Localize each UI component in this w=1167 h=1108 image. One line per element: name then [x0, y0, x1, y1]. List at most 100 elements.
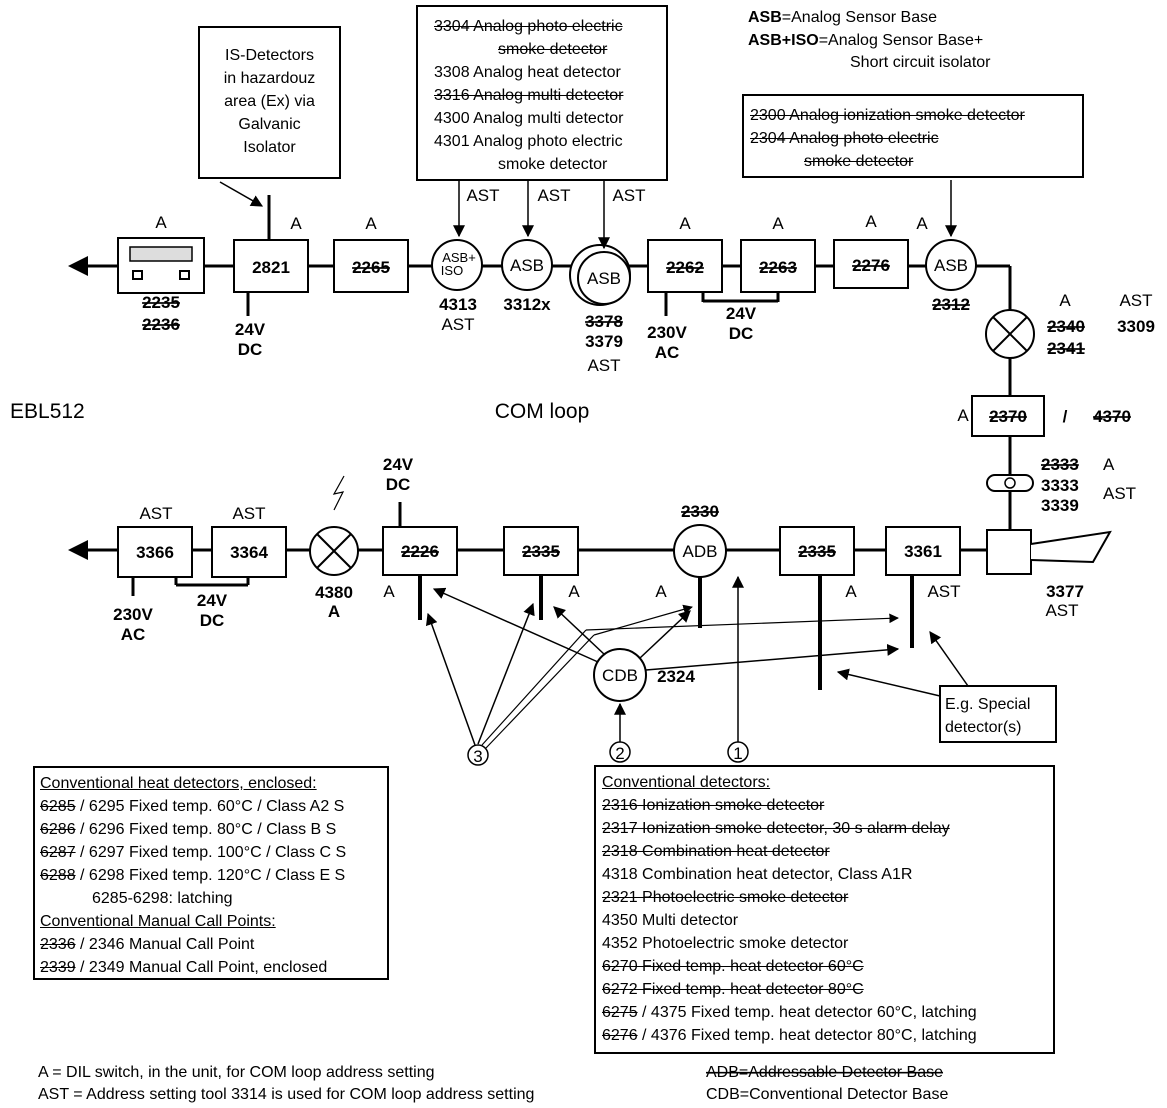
unit-2370-box — [971, 395, 1045, 437]
label-dc-2821: DC — [238, 340, 263, 359]
unit-2276: 2276 — [852, 256, 890, 275]
label-a-2263: A — [772, 214, 784, 233]
label-3333: 3333 — [1041, 476, 1079, 495]
conv-det-row: 2316 Ionization smoke detector — [602, 797, 825, 814]
unit-2265: 2265 — [352, 258, 390, 277]
top-loop-arrowhead — [68, 256, 88, 276]
analog-detectors-box: 3304 Analog photo electric smoke detecto… — [416, 5, 668, 181]
analog-line-6: 4301 Analog photo electric — [434, 133, 623, 150]
label-4380: 4380 — [315, 583, 353, 602]
label-ast-3309: AST — [1119, 291, 1152, 310]
label-ast-3361: AST — [927, 582, 960, 601]
iso-label: ISO — [441, 263, 463, 278]
label-dc-2263: DC — [729, 324, 754, 343]
legend-asbiso: ASB+ISO=Analog Sensor Base+ — [748, 32, 983, 49]
asb-iso-label: ASB+ — [442, 250, 476, 265]
conv-det-row: 2317 Ionization smoke detector, 30 s ala… — [602, 820, 950, 837]
footer-a-def: A = DIL switch, in the unit, for COM loo… — [38, 1064, 434, 1081]
footer-cdb-def: CDB=Conventional Detector Base — [706, 1086, 948, 1103]
label-ast-arrow-3: AST — [612, 186, 645, 205]
conv-det-row: 4350 Multi detector — [602, 912, 739, 929]
bottom-loop-arrowhead — [68, 540, 88, 560]
unit-3333-led-icon — [1004, 477, 1016, 489]
unit-2821-box — [233, 239, 309, 293]
unit-3366-box — [117, 526, 193, 578]
asb-3378-label: ASB — [587, 269, 621, 288]
conv-det-row: 6270 Fixed temp. heat detector 60°C — [602, 958, 864, 975]
label-3339: 3339 — [1041, 496, 1079, 515]
callout-3: 3 — [473, 747, 482, 766]
label-a-4380: A — [328, 602, 340, 621]
is-line-3: area (Ex) via — [224, 93, 315, 110]
slash-label: / — [1063, 407, 1068, 426]
asb-2312-label: ASB — [934, 256, 968, 275]
conv-heat-row: 6286 / 6296 Fixed temp. 80°C / Class B S — [40, 821, 337, 838]
analog-line-5: 4300 Analog multi detector — [434, 110, 624, 127]
is-line-4: Galvanic — [238, 116, 301, 133]
unit-4370: 4370 — [1093, 407, 1131, 426]
label-dc-2226: DC — [386, 475, 411, 494]
label-4313: 4313 — [439, 295, 477, 314]
unit-2335b-box — [779, 526, 855, 576]
unit-3366: 3366 — [136, 543, 174, 562]
asb-2312-circle — [925, 239, 977, 291]
conv-mcp-row: 2339 / 2349 Manual Call Point, enclosed — [40, 959, 328, 976]
analog2-line-2: 2304 Analog photo electric — [750, 130, 939, 147]
label-a-2335b: A — [845, 582, 857, 601]
label-ast-3378: AST — [587, 356, 620, 375]
unit-2265-box — [333, 239, 409, 293]
asb-3312x-label: ASB — [510, 256, 544, 275]
conv-mcp-row: 2336 / 2346 Manual Call Point — [40, 936, 255, 953]
adb-label: ADB — [683, 542, 718, 561]
unit-2335a-box — [503, 526, 579, 576]
label-a-2235: A — [155, 213, 167, 232]
label-230v-3366: 230V — [113, 605, 153, 624]
label-24v-2226: 24V — [383, 455, 414, 474]
label-2333: 2333 — [1041, 455, 1079, 474]
footer-ast-def: AST = Address setting tool 3314 is used … — [38, 1086, 534, 1103]
asb-3378-circle — [577, 251, 631, 305]
conv-det-row: 6275 / 4375 Fixed temp. heat detector 60… — [602, 1004, 977, 1021]
is-line-2: in hazardouz — [223, 70, 316, 87]
label-24v-3364: 24V — [197, 591, 228, 610]
unit-2370: 2370 — [989, 407, 1027, 426]
conv-detectors-box: Conventional detectors: 2316 Ionization … — [594, 765, 1055, 1054]
unit-2335b: 2335 — [798, 542, 836, 561]
callout-3-circle — [467, 744, 489, 766]
analog2-line-1: 2300 Analog ionization smoke detector — [750, 107, 1025, 124]
conv-mcp-title: Conventional Manual Call Points: — [40, 913, 276, 930]
label-2340: 2340 — [1047, 317, 1085, 336]
label-a-adb: A — [655, 582, 667, 601]
conv-heat-row: 6285 / 6295 Fixed temp. 60°C / Class A2 … — [40, 798, 345, 815]
label-24v-2821: 24V — [235, 320, 266, 339]
label-a-2335a: A — [568, 582, 580, 601]
label-ast-3364: AST — [232, 504, 265, 523]
label-2324: 2324 — [657, 667, 695, 686]
label-dc-3364: DC — [200, 611, 225, 630]
legend-asbiso-2: Short circuit isolator — [850, 54, 991, 71]
footer-adb-def: ADB=Addressable Detector Base — [706, 1064, 943, 1081]
label-2312: 2312 — [932, 295, 970, 314]
label-ast-arrow-2: AST — [537, 186, 570, 205]
special-line-1: E.g. Special — [945, 696, 1031, 713]
unit-2335a: 2335 — [522, 542, 560, 561]
conv-heat-title: Conventional heat detectors, enclosed: — [40, 775, 317, 792]
label-2330: 2330 — [681, 502, 719, 521]
label-2236: 2236 — [142, 315, 180, 334]
label-ast-3333: AST — [1103, 484, 1136, 503]
unit-3364: 3364 — [230, 543, 268, 562]
ebl512-label: EBL512 — [10, 400, 85, 423]
label-ac-3366: AC — [121, 625, 146, 644]
label-a-2370: A — [957, 406, 969, 425]
unit-2262-box — [647, 239, 723, 293]
flash-icon — [332, 475, 345, 511]
unit-2226-box — [382, 526, 458, 576]
conv-det-title: Conventional detectors: — [602, 774, 771, 791]
unit-3361: 3361 — [904, 542, 942, 561]
analog2-line-3: smoke detector — [804, 153, 914, 170]
label-3309: 3309 — [1117, 317, 1155, 336]
conv-det-row: 2321 Photoelectric smoke detector — [602, 889, 849, 906]
label-ast-3377: AST — [1045, 601, 1078, 620]
analog-line-1: 3304 Analog photo electric — [434, 18, 623, 35]
unit-2262: 2262 — [666, 258, 704, 277]
